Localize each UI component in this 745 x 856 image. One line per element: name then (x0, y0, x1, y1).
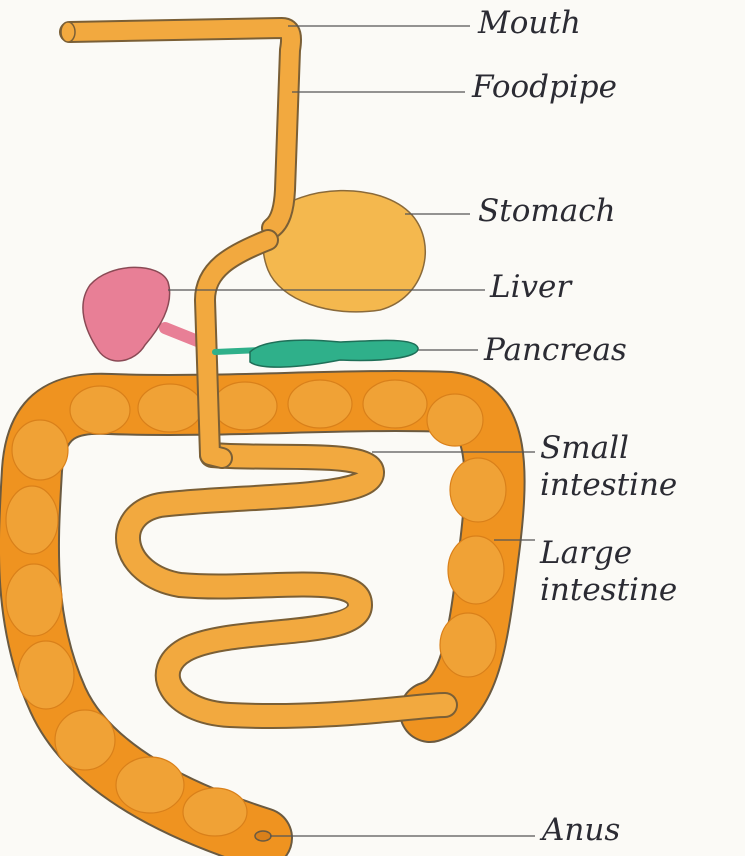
pancreas (215, 340, 418, 367)
anus (255, 831, 271, 841)
liver (83, 267, 200, 361)
label-large-intestine-line2: intestine (540, 572, 677, 609)
label-pancreas: Pancreas (484, 335, 627, 366)
label-anus: Anus (542, 815, 620, 846)
foodpipe (61, 22, 291, 228)
label-small-intestine-line2: intestine (540, 467, 677, 504)
label-mouth: Mouth (478, 8, 581, 39)
label-large-intestine-line1: Large (540, 535, 677, 572)
label-liver: Liver (490, 272, 571, 303)
label-large-intestine: Large intestine (540, 535, 677, 608)
label-stomach: Stomach (478, 196, 616, 227)
label-foodpipe: Foodpipe (472, 72, 617, 103)
small-intestine (128, 455, 445, 716)
label-small-intestine-line1: Small (540, 430, 677, 467)
label-small-intestine: Small intestine (540, 430, 677, 503)
